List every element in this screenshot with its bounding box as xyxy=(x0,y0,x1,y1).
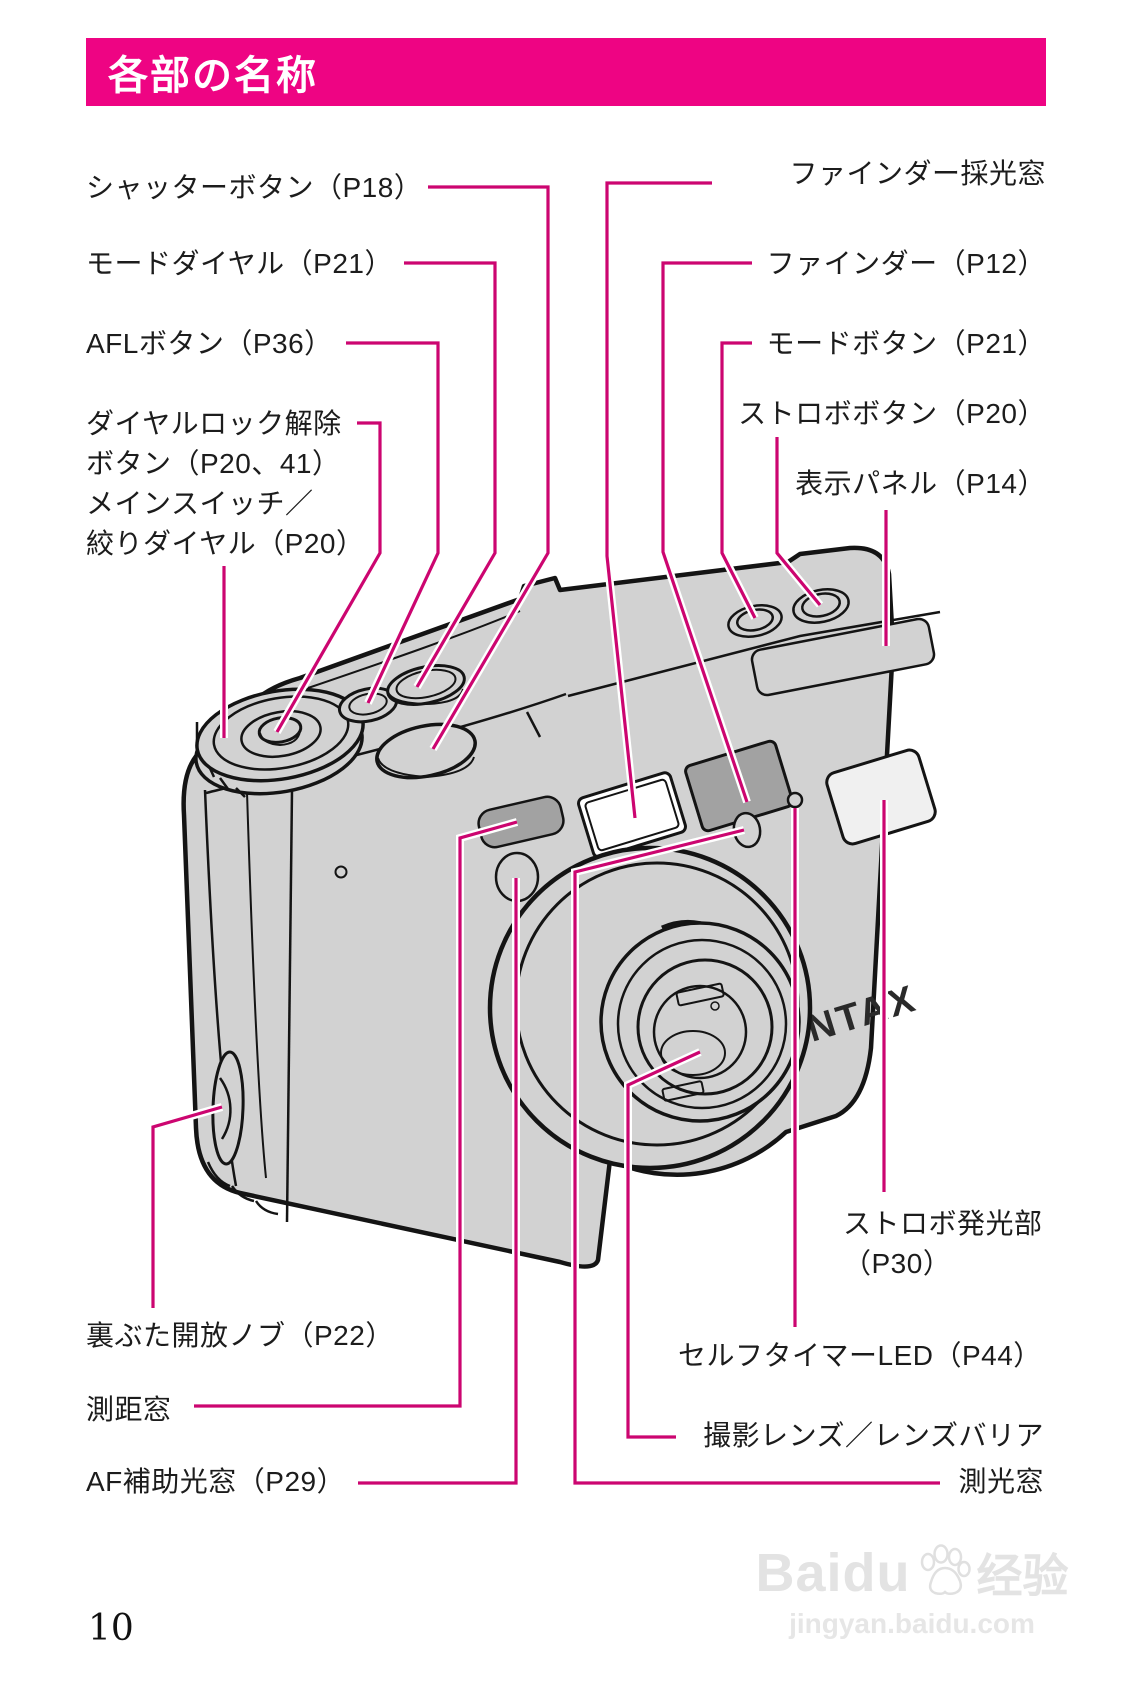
front-screw xyxy=(334,865,348,879)
label-metering-window: 測光窓 xyxy=(958,1466,1044,1497)
section-header-bar: 各部の名称 xyxy=(86,38,1046,106)
label-display-panel: 表示パネル（P14） xyxy=(795,468,1046,499)
page-title: 各部の名称 xyxy=(108,54,318,98)
label-range-window: 測距窓 xyxy=(86,1394,172,1425)
page-number: 10 xyxy=(88,1608,134,1649)
self-timer-led-shape xyxy=(786,791,804,809)
mode-dial-shape xyxy=(386,664,466,706)
watermark-suffix: 经验 xyxy=(976,1550,1069,1602)
label-af-aux-window: AF補助光窓（P29） xyxy=(86,1466,346,1497)
watermark-url: jingyan.baidu.com xyxy=(789,1608,1035,1639)
label-afl-button: AFLボタン（P36） xyxy=(86,328,333,359)
label-viewfinder: ファインダー（P12） xyxy=(766,248,1046,279)
label-finder-light-window: ファインダー採光窓 xyxy=(789,158,1046,189)
label-main-switch: メインスイッチ／ 絞りダイヤル（P20） xyxy=(86,488,365,559)
label-back-cover-knob: 裏ぶた開放ノブ（P22） xyxy=(86,1320,394,1351)
taking-lens-shape xyxy=(487,845,813,1171)
label-shutter-button: シャッターボタン（P18） xyxy=(86,172,423,203)
label-dial-lock-release: ダイヤルロック解除 ボタン（P20、41） xyxy=(86,408,342,479)
watermark-brand: Baidu xyxy=(755,1543,911,1603)
label-strobe-emitter: ストロボ発光部 （P30） xyxy=(843,1208,1043,1279)
shutter-button-shape xyxy=(375,722,477,780)
paw-icon xyxy=(920,1544,971,1596)
label-strobe-button: ストロボボタン（P20） xyxy=(738,398,1046,429)
label-taking-lens: 撮影レンズ／レンズバリア xyxy=(703,1420,1044,1451)
strobe-emitter-shape xyxy=(825,748,937,846)
label-self-timer-led: セルフタイマーLED（P44） xyxy=(678,1340,1042,1371)
watermark: Baidu 经验 jingyan.baidu.com xyxy=(742,1540,1082,1640)
label-mode-button: モードボタン（P21） xyxy=(766,328,1046,359)
label-mode-dial: モードダイヤル（P21） xyxy=(86,248,393,279)
